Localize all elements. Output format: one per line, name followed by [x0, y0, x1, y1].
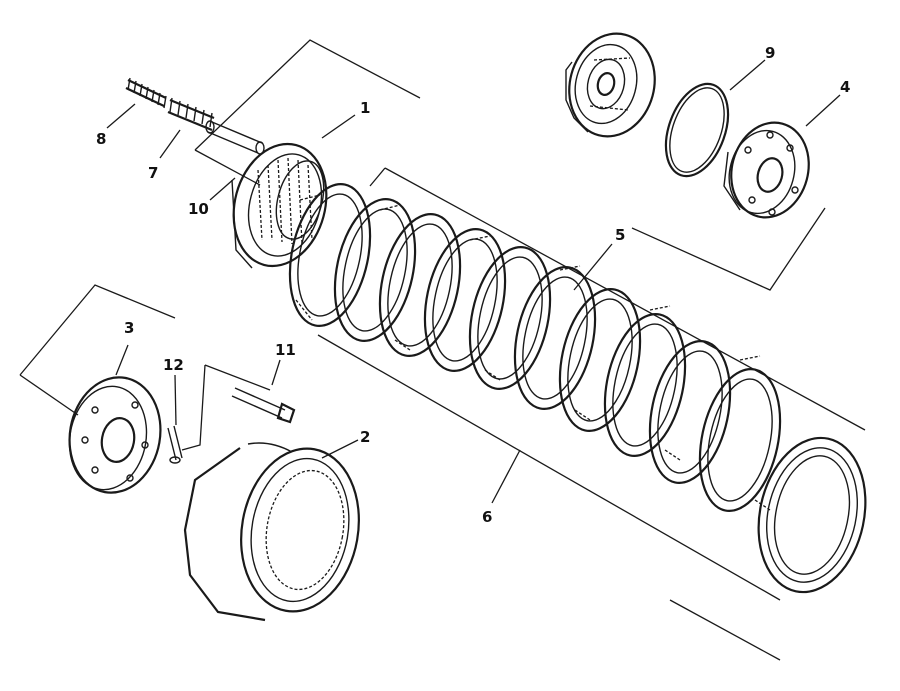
leader-1 [321, 114, 356, 139]
leader-3 [115, 344, 129, 376]
callout-12: 12 [163, 356, 184, 374]
leader-7 [159, 129, 181, 159]
callout-2: 2 [360, 428, 370, 446]
callout-4: 4 [840, 78, 850, 96]
part-3-end-plate [68, 376, 162, 494]
leader-2 [321, 439, 359, 459]
leader-11 [271, 359, 281, 386]
callout-11: 11 [275, 341, 296, 359]
callout-9: 9 [765, 44, 775, 62]
callout-10: 10 [188, 200, 209, 218]
leader-9 [729, 59, 766, 91]
leader-5 [573, 243, 613, 291]
callout-7: 7 [148, 164, 158, 182]
callout-6: 6 [482, 508, 492, 526]
leader-6 [491, 449, 521, 504]
part-7-spring [167, 97, 215, 132]
part-1-clutch-hub [231, 142, 328, 269]
part-9-seal-ring [664, 82, 730, 178]
callout-8: 8 [96, 130, 106, 148]
part-4-flange-plate [723, 121, 810, 219]
part-8-spring [125, 77, 167, 109]
leader-8 [106, 103, 136, 129]
part-piston-hub [565, 32, 656, 138]
part-12-pin [167, 425, 183, 464]
callout-1: 1 [360, 99, 370, 117]
callout-3: 3 [124, 319, 134, 337]
leader-4 [805, 94, 841, 127]
leader-10 [209, 177, 236, 201]
part-10-pin [205, 120, 265, 155]
callout-5: 5 [615, 226, 625, 244]
clutch-disc-stack [288, 183, 867, 594]
part-2-clutch-drum [183, 442, 360, 622]
leader-12 [174, 374, 177, 426]
part-11-bolt [231, 387, 296, 424]
